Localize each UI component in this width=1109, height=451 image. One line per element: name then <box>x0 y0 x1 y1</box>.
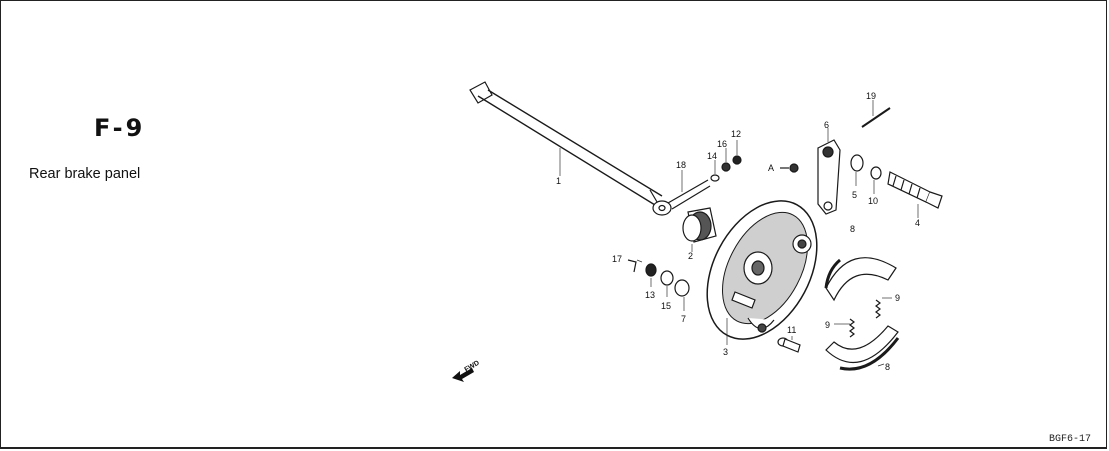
part-washer-15[interactable] <box>660 270 674 286</box>
part-brake-cam[interactable] <box>887 171 943 209</box>
leader-lines <box>559 100 919 367</box>
callout-4: 4 <box>915 218 920 228</box>
callout-16: 16 <box>717 139 727 149</box>
callout-15: 15 <box>661 301 671 311</box>
part-nut-13[interactable] <box>645 263 657 277</box>
fwd-arrow-icon <box>452 368 474 382</box>
callout-10: 10 <box>868 196 878 206</box>
callout-1: 1 <box>556 176 561 186</box>
callout-14: 14 <box>707 151 717 161</box>
part-collar[interactable] <box>682 207 717 243</box>
callout-8a: 8 <box>850 224 855 234</box>
callout-19: 19 <box>866 91 876 101</box>
part-bolt-11[interactable] <box>777 337 801 353</box>
callout-ref-a: A <box>768 163 774 173</box>
part-pin-19[interactable] <box>861 107 891 128</box>
document-code: BGF6-17 <box>1049 434 1092 445</box>
callout-13: 13 <box>645 290 655 300</box>
fwd-direction-marker: FWD <box>452 360 481 382</box>
callout-3: 3 <box>723 347 728 357</box>
callout-7: 7 <box>681 314 686 324</box>
figure-code: F-9 <box>94 114 146 142</box>
callout-6: 6 <box>824 120 829 130</box>
callout-12: 12 <box>731 129 741 139</box>
callout-8b: 8 <box>885 362 890 372</box>
part-washer-10[interactable] <box>870 166 882 180</box>
callout-9b: 9 <box>825 320 830 330</box>
part-ref-a-nut[interactable] <box>789 163 799 173</box>
part-axle-bolt[interactable] <box>469 81 663 208</box>
part-nut-12[interactable] <box>732 155 742 165</box>
part-seal-5[interactable] <box>850 154 864 172</box>
part-brake-panel[interactable] <box>685 182 839 358</box>
callout-18: 18 <box>676 160 686 170</box>
figure-title: Rear brake panel <box>29 166 141 182</box>
part-brake-shoes[interactable] <box>824 257 900 371</box>
part-adjust-link[interactable] <box>652 179 711 216</box>
part-brake-arm[interactable] <box>817 139 841 215</box>
callout-17: 17 <box>612 254 622 264</box>
part-springs[interactable] <box>849 299 881 338</box>
callout-9a: 9 <box>895 293 900 303</box>
callout-11: 11 <box>787 325 796 335</box>
part-washer-16[interactable] <box>721 162 731 172</box>
callout-5: 5 <box>852 190 857 200</box>
part-washer-14[interactable] <box>710 174 720 182</box>
part-washer-7[interactable] <box>674 279 690 297</box>
callout-2: 2 <box>688 251 693 261</box>
callout-labels: 1 2 3 4 5 6 7 8 8 9 9 10 11 12 13 14 15 … <box>556 91 920 372</box>
part-cotter-pin[interactable] <box>627 259 637 273</box>
